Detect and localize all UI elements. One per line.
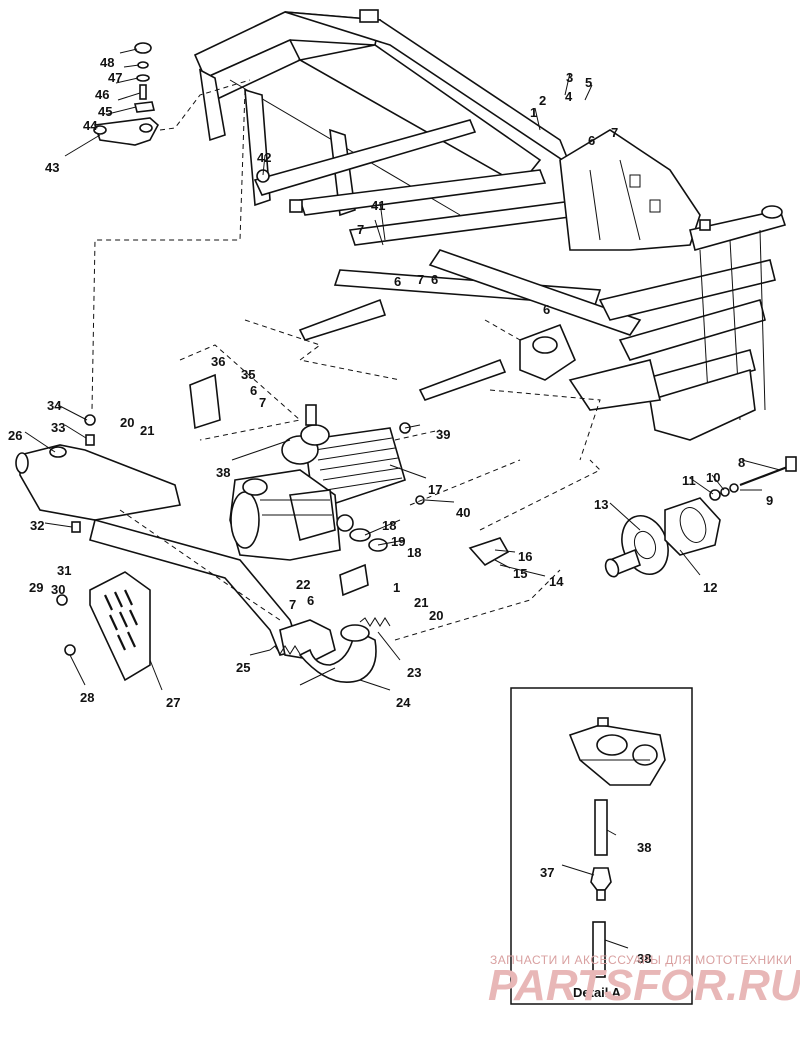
callout-number: 4 — [565, 89, 573, 104]
callout-number: 16 — [518, 549, 532, 564]
callout-number: 25 — [236, 660, 250, 675]
detail-a-label: Detail A — [573, 985, 622, 1000]
callout-number: 46 — [95, 87, 109, 102]
atv-frame — [193, 9, 787, 441]
callout-number: 39 — [436, 427, 450, 442]
callout-number: 9 — [766, 493, 773, 508]
callout-number: 38 — [637, 951, 651, 966]
callout-number: 2 — [539, 93, 546, 108]
callout-number: 35 — [241, 367, 255, 382]
watermark-caption: ЗАПЧАСТИ И АКСЕССУАРЫ ДЛЯ МОТОТЕХНИКИ — [490, 953, 792, 967]
callout-number: 3 — [566, 70, 573, 85]
engine — [229, 404, 406, 561]
callout-number: 43 — [45, 160, 59, 175]
callout-number: 41 — [371, 198, 385, 213]
callout-number: 21 — [414, 595, 428, 610]
callout-number: 14 — [549, 574, 564, 589]
callout-number: 48 — [100, 55, 114, 70]
callout-number: 23 — [407, 665, 421, 680]
callout-number: 45 — [98, 104, 112, 119]
callout-number: 42 — [257, 150, 271, 165]
callout-number: 20 — [429, 608, 443, 623]
callout-number: 7 — [357, 222, 364, 237]
callout-number: 27 — [166, 695, 180, 710]
callout-number: 12 — [703, 580, 717, 595]
callout-number: 13 — [594, 497, 608, 512]
callout-number: 36 — [211, 354, 225, 369]
callout-number: 8 — [738, 455, 745, 470]
callout-number: 18 — [407, 545, 421, 560]
callout-number: 38 — [637, 840, 651, 855]
callout-number: 1 — [530, 105, 537, 120]
callout-number: 33 — [51, 420, 65, 435]
callout-number: 37 — [540, 865, 554, 880]
detail-a-panel — [510, 687, 693, 1005]
callout-number: 40 — [456, 505, 470, 520]
callout-number: 6 — [588, 133, 595, 148]
callout-number: 11 — [682, 473, 696, 488]
callout-number: 26 — [8, 428, 22, 443]
callout-number: 44 — [83, 118, 98, 133]
callout-number: 7 — [611, 125, 618, 140]
callout-number: 32 — [30, 518, 44, 533]
callout-number: 6 — [250, 383, 257, 398]
callout-number: 7 — [259, 395, 266, 410]
exhaust-system — [15, 444, 391, 684]
engine-mount-brackets — [56, 373, 510, 656]
callout-number: 19 — [391, 534, 405, 549]
callout-number: 5 — [585, 75, 592, 90]
callout-number: 10 — [706, 470, 720, 485]
callout-number: 6 — [394, 274, 401, 289]
callout-number: 38 — [216, 465, 230, 480]
callout-number: 15 — [513, 566, 527, 581]
callout-number: 29 — [29, 580, 43, 595]
drive-clutch — [604, 456, 797, 578]
callout-number: 30 — [51, 582, 65, 597]
callout-number: 20 — [120, 415, 134, 430]
callout-number: 31 — [57, 563, 71, 578]
callout-number: 24 — [396, 695, 411, 710]
callout-number: 17 — [428, 482, 442, 497]
callout-number: 18 — [382, 518, 396, 533]
callout-number: 6 — [307, 593, 314, 608]
callout-number: 34 — [47, 398, 62, 413]
callout-leaders — [24, 48, 781, 691]
callout-number: 7 — [289, 597, 296, 612]
callout-number: 7 — [417, 272, 424, 287]
callout-number: 47 — [108, 70, 122, 85]
callout-number: 6 — [431, 272, 438, 287]
callout-number: 28 — [80, 690, 94, 705]
callout-number: 22 — [296, 577, 310, 592]
callout-number: 6 — [543, 302, 550, 317]
rear-bracket-assembly — [93, 42, 160, 146]
leader-lines — [91, 79, 601, 641]
callout-number: 21 — [140, 423, 154, 438]
callout-number: 1 — [393, 580, 400, 595]
watermark-brand: PARTSFOR.RU — [488, 961, 800, 1010]
